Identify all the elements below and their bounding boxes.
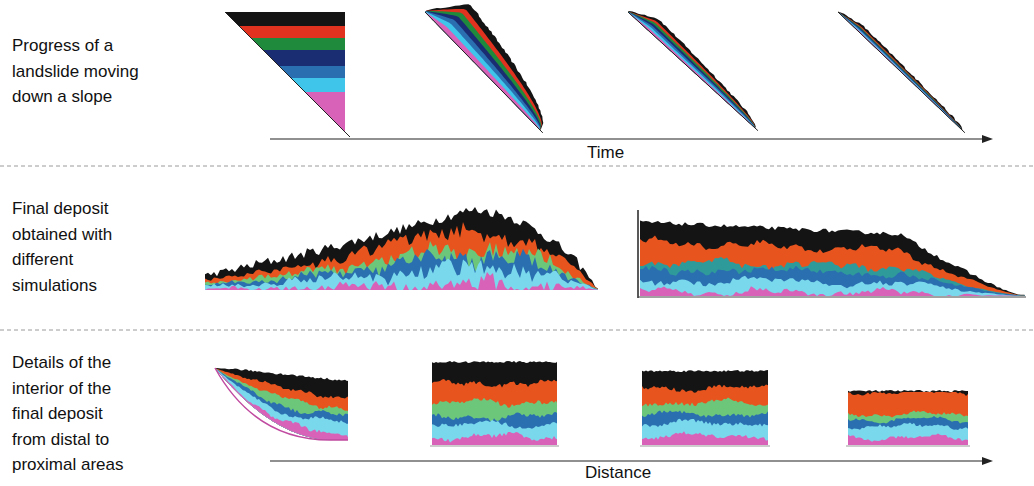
- deposit-detail: [848, 390, 968, 445]
- distance-axis: [270, 460, 984, 461]
- deposit-detail: [642, 370, 768, 445]
- row-label: Details of the interior of the final dep…: [12, 350, 137, 478]
- sliding-mass: [425, 9, 542, 130]
- ground-line: [430, 446, 559, 447]
- deposit-detail: [432, 361, 557, 445]
- axis-label: Distance: [585, 463, 651, 483]
- deposit-detail: [848, 411, 968, 445]
- deposit-layer: [640, 235, 1025, 296]
- deposit-detail: [215, 368, 348, 440]
- deposit-detail: [432, 379, 557, 445]
- deposit-detail: [432, 420, 557, 445]
- row-label: Final deposit obtained with different si…: [12, 196, 152, 298]
- deposit-layer: [640, 286, 1025, 296]
- slope-line: [225, 12, 350, 137]
- slide-band: [251, 38, 345, 50]
- deposit-detail: [848, 422, 968, 445]
- deposit-layer: [640, 257, 1025, 296]
- sliding-mass: [425, 11, 541, 130]
- deposit-layer: [205, 249, 598, 290]
- deposit-layer: [640, 266, 1025, 296]
- slide-band: [239, 26, 345, 38]
- deposit-detail: [642, 410, 768, 445]
- deposit-detail: [432, 398, 557, 445]
- deposit-detail: [215, 368, 348, 440]
- deposit-detail: [432, 412, 557, 445]
- deposit-detail: [215, 368, 348, 440]
- ground-line: [638, 297, 1026, 298]
- deposit-detail: [432, 432, 557, 445]
- row-separator: [0, 330, 1034, 331]
- axis-arrowhead: [982, 135, 993, 143]
- deposit-layer: [640, 276, 1025, 296]
- deposit-detail: [642, 398, 768, 445]
- row-label: Progress of a landslide moving down a sl…: [12, 33, 162, 110]
- deposit-detail: [642, 419, 768, 445]
- deposit-detail: [215, 368, 348, 440]
- deposit-detail: [848, 434, 968, 445]
- deposit-detail: [642, 431, 768, 445]
- slope-line: [838, 12, 965, 133]
- deposit-layer: [205, 272, 598, 290]
- ground-line: [846, 446, 970, 447]
- deposit-detail: [215, 368, 348, 440]
- slope-line: [628, 12, 758, 131]
- axis-arrowhead: [982, 457, 993, 465]
- slide-band: [263, 50, 345, 66]
- deposit-detail: [848, 392, 968, 445]
- time-axis: [270, 138, 984, 139]
- deposit-detail: [642, 385, 768, 445]
- deposit-detail: [848, 416, 968, 445]
- deposit-layer: [205, 207, 598, 290]
- ground-line: [640, 446, 770, 447]
- wall-line: [637, 210, 639, 298]
- deposit-layer: [205, 259, 598, 290]
- slide-band: [291, 78, 345, 92]
- slope-line: [425, 12, 543, 133]
- sliding-mass: [425, 4, 543, 130]
- deposit-layer: [640, 220, 1025, 296]
- sliding-mass: [628, 11, 756, 128]
- slide-band: [225, 12, 345, 26]
- deposit-detail: [215, 368, 348, 440]
- base-curve: [215, 368, 348, 440]
- row-separator: [0, 166, 1034, 167]
- axis-label: Time: [587, 143, 624, 163]
- deposit-layer: [205, 241, 598, 290]
- deposit-layer: [205, 222, 598, 290]
